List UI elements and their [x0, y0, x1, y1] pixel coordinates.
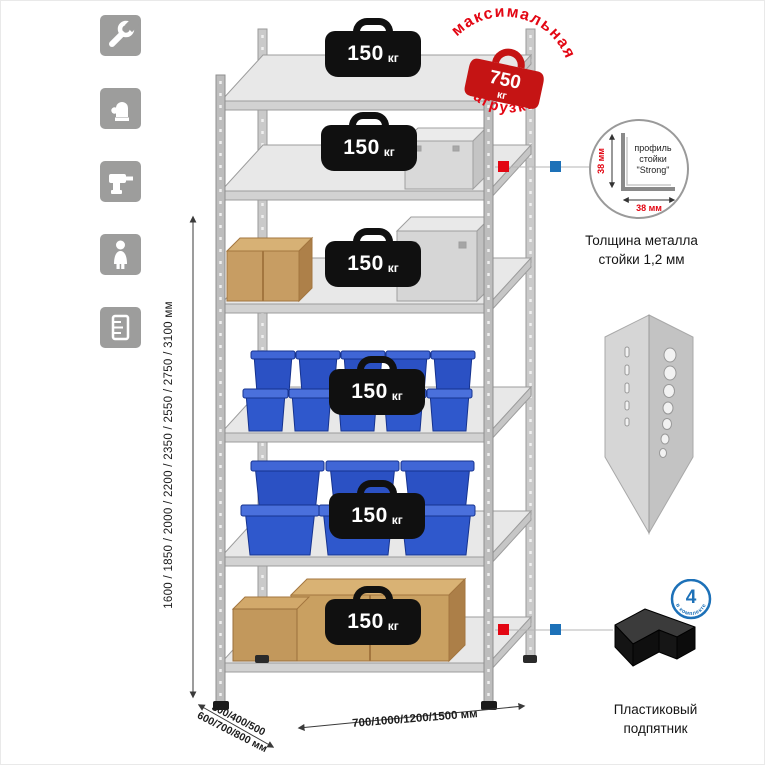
blue-marker — [550, 624, 561, 635]
profile-callout: 38 мм 38 мм профиль стойки "Strong" — [589, 119, 689, 219]
profile-dim-vertical: 38 мм — [596, 148, 606, 174]
load-unit: кг — [391, 388, 403, 403]
load-value: 150 — [347, 610, 384, 633]
shelf-load-badge: 150 кг — [329, 493, 425, 539]
load-value: 150 — [343, 136, 380, 159]
red-marker — [498, 624, 509, 635]
cardboard-boxes-bottom — [231, 577, 467, 663]
person-icon — [100, 234, 141, 275]
load-unit: кг — [391, 512, 403, 527]
load-unit: кг — [387, 618, 399, 633]
measurements-icon — [100, 307, 141, 348]
red-marker — [498, 161, 509, 172]
load-value: 150 — [347, 42, 384, 65]
profile-caption-line1: Толщина металла — [585, 233, 698, 248]
profile-label-line3: "Strong" — [637, 165, 670, 175]
drill-icon — [100, 161, 141, 202]
plastic-foot-callout: 4 в комплекте — [614, 579, 712, 667]
load-unit: кг — [387, 50, 399, 65]
profile-caption-line2: стойки 1,2 мм — [598, 251, 685, 267]
profile-caption: Толщина металла стойки 1,2 мм — [569, 232, 714, 270]
profile-label-line1: профиль — [634, 143, 672, 153]
plastic-foot — [255, 655, 269, 663]
foot-caption-line1: Пластиковый — [613, 702, 698, 717]
angle-post-callout — [604, 314, 694, 535]
foot-caption-line2: подпятник — [623, 720, 688, 736]
badge-value: 4 — [686, 587, 697, 608]
foot-caption: Пластиковый подпятник — [583, 701, 728, 739]
post-perforations — [624, 346, 677, 458]
height-dimension-label: 1600 / 1850 / 2000 / 2200 / 2350 / 2550 … — [163, 301, 175, 609]
load-unit: кг — [383, 144, 395, 159]
quantity-badge: 4 в комплекте — [670, 579, 712, 620]
blue-marker — [550, 161, 561, 172]
plastic-foot — [523, 655, 537, 663]
load-value: 150 — [351, 504, 388, 527]
shelf-load-badge: 150 кг — [321, 125, 417, 171]
dimension-lines — [189, 215, 526, 748]
load-value: 150 — [351, 380, 388, 403]
profile-label-line2: стойки — [639, 154, 667, 164]
cardboard-box-small — [225, 236, 314, 303]
shelf-load-badge: 150 кг — [325, 599, 421, 645]
drill-glyph — [109, 174, 133, 194]
person-glyph — [114, 240, 127, 269]
stamp-weight: 750 кг — [464, 48, 544, 109]
wrench-icon — [100, 15, 141, 56]
shelf-load-badge: 150 кг — [325, 241, 421, 287]
plastic-foot-image — [614, 608, 696, 667]
load-value: 150 — [347, 252, 384, 275]
wrench-glyph — [109, 17, 140, 47]
callout-connectors — [495, 161, 613, 635]
measurements-glyph — [111, 314, 130, 341]
shelf-load-badge: 150 кг — [329, 369, 425, 415]
gloves-icon — [100, 88, 141, 129]
load-unit: кг — [387, 260, 399, 275]
max-load-stamp: максимальная нагрузка 750 кг — [446, 1, 586, 124]
profile-dim-horizontal: 38 мм — [636, 203, 662, 213]
stamp-unit: кг — [496, 89, 509, 103]
gloves-glyph — [111, 102, 129, 121]
shelf-load-badge: 150 кг — [325, 31, 421, 77]
